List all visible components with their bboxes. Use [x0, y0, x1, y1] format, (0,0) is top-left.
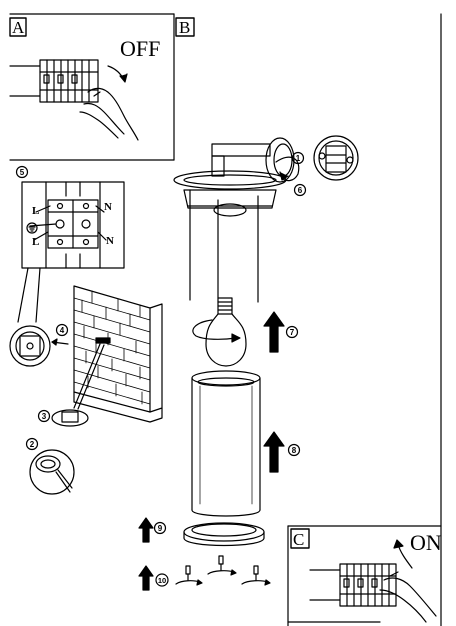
screw-icon	[241, 565, 271, 586]
rotate-arrow-icon	[275, 156, 300, 182]
panel-a-letter: A	[12, 18, 25, 37]
arrow-up-icon-7	[263, 311, 285, 353]
wall-mount-plate-left	[9, 325, 51, 367]
fuse-box-c-illustration	[309, 563, 397, 607]
screwdriver-illustration	[51, 343, 105, 427]
step-3-marker: 3	[37, 409, 51, 423]
panel-a-off-label: OFF	[120, 36, 160, 61]
svg-text:9: 9	[158, 524, 163, 533]
brick-wall-illustration	[73, 285, 163, 423]
step-7-marker: 7	[285, 325, 299, 339]
arrow-left-icon	[51, 338, 69, 346]
step-5-marker: 5	[15, 165, 29, 179]
svg-text:7: 7	[290, 328, 295, 337]
arrow-up-icon-10	[138, 565, 154, 591]
panel-c-letter: C	[293, 530, 304, 549]
svg-text:2: 2	[30, 440, 35, 449]
step-4-marker: 4	[55, 323, 69, 337]
step-2-marker: 2	[25, 437, 39, 451]
svg-text:4: 4	[60, 326, 65, 335]
svg-text:1: 1	[296, 154, 301, 163]
panel-c-on-label: ON	[410, 530, 442, 555]
terminal-block-detail	[21, 181, 125, 269]
arrow-up-icon-9	[138, 517, 154, 543]
step-9-marker: 9	[153, 521, 167, 535]
terminal-neutral-label: N	[104, 201, 112, 213]
drill-hole-icon	[95, 337, 111, 344]
base-ring-illustration	[183, 522, 265, 547]
step-6-marker: 6	[293, 183, 307, 197]
svg-text:3: 3	[42, 412, 47, 421]
svg-text:10: 10	[158, 576, 166, 585]
screw-icon	[207, 555, 237, 576]
fuse-box-a-illustration	[9, 59, 99, 103]
panel-b-letter: B	[179, 18, 190, 37]
earth-ground-icon	[26, 222, 38, 234]
svg-text:6: 6	[298, 186, 303, 195]
hand-switching-on-illustration	[379, 571, 437, 623]
panel-c: C ON	[287, 525, 442, 626]
light-bulb-illustration	[205, 297, 247, 367]
svg-text:5: 5	[20, 168, 25, 177]
panel-a: A OFF	[9, 17, 160, 141]
arrow-up-icon-8	[263, 431, 285, 473]
sheet-frame	[9, 13, 442, 626]
terminal-live-label-2: L	[32, 236, 39, 248]
svg-text:8: 8	[292, 446, 297, 455]
lamp-head-illustration	[173, 137, 295, 303]
terminal-live-label: L	[32, 205, 39, 217]
glass-cylinder-illustration	[191, 370, 261, 517]
terminal-neutral-label-2: N	[106, 235, 114, 247]
panel-b: B	[175, 17, 195, 37]
cable-gland-detail	[29, 449, 75, 495]
wall-plate-illustration	[313, 135, 359, 181]
step-1-marker: 1	[291, 151, 305, 165]
rotate-bulb-arrow-icon	[192, 319, 241, 343]
step-10-marker: 10	[155, 573, 169, 587]
screw-icon	[175, 565, 203, 586]
step-8-marker: 8	[287, 443, 301, 457]
hand-switching-off-illustration	[79, 87, 139, 141]
arrow-up-icon	[393, 539, 413, 569]
